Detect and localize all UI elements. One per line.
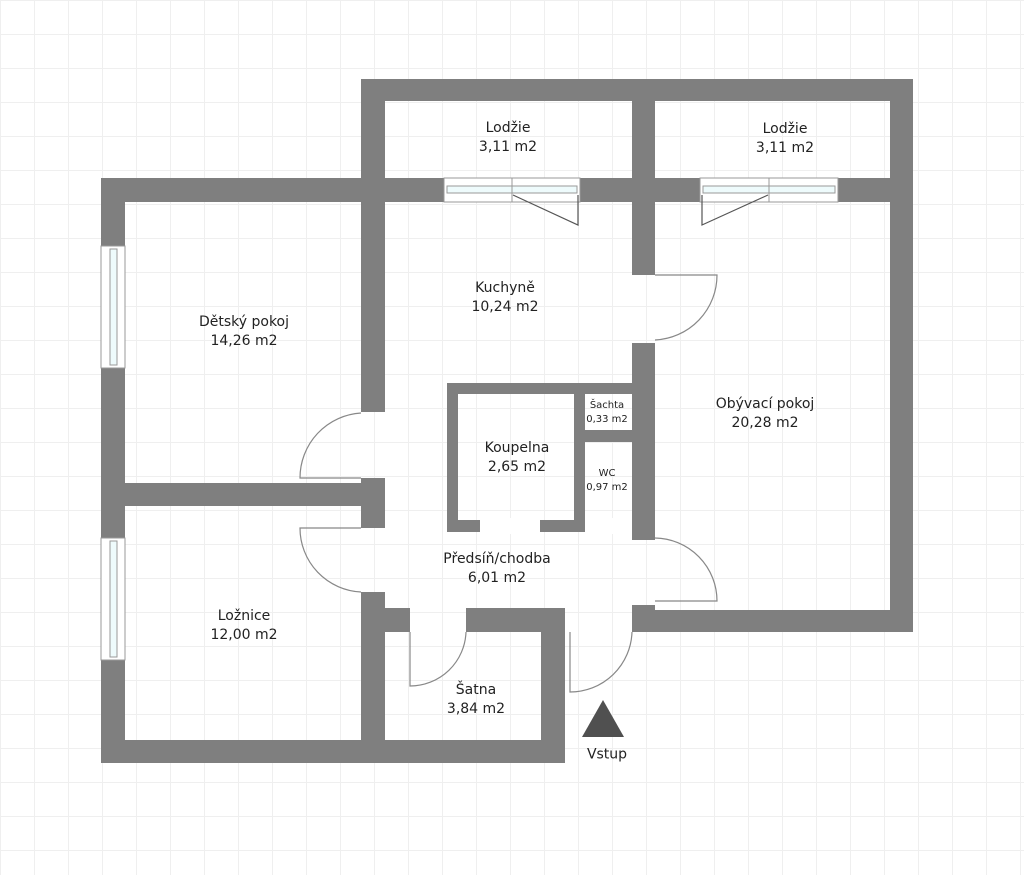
bathroom-door-gaps bbox=[480, 518, 632, 534]
door-loggia-left bbox=[512, 194, 579, 226]
door-obyvaci-bottom bbox=[654, 537, 718, 602]
door-loggia-right bbox=[701, 194, 769, 226]
entrance-label: Vstup bbox=[586, 746, 628, 763]
wall-right-outer bbox=[890, 79, 913, 632]
door-obyvaci-top bbox=[654, 274, 718, 341]
wall-loggia-bottom-1 bbox=[101, 178, 444, 202]
wall-loggia-bottom-3 bbox=[838, 178, 913, 202]
wall-bottom bbox=[101, 740, 565, 763]
wall-satna-top-1 bbox=[361, 608, 410, 632]
wall-partition-rooms bbox=[101, 483, 385, 506]
door-entrance bbox=[569, 631, 633, 693]
wall-bathroom-block bbox=[447, 383, 655, 532]
windows bbox=[100, 177, 839, 661]
wall-satna-top-2 bbox=[466, 608, 565, 632]
wall-right-bottom bbox=[632, 610, 913, 632]
wall-left-1 bbox=[101, 178, 125, 246]
door-loznice bbox=[299, 527, 362, 593]
wall-mid-left-1 bbox=[361, 79, 385, 412]
wall-left-2 bbox=[101, 368, 125, 538]
wall-satna-right bbox=[541, 608, 565, 763]
entrance-arrow-icon bbox=[582, 700, 624, 737]
door-satna bbox=[409, 631, 467, 687]
door-detsky bbox=[299, 412, 362, 479]
doors bbox=[299, 194, 769, 693]
walls bbox=[101, 79, 913, 763]
wall-center-3 bbox=[632, 605, 655, 632]
wall-center-1 bbox=[632, 79, 655, 275]
